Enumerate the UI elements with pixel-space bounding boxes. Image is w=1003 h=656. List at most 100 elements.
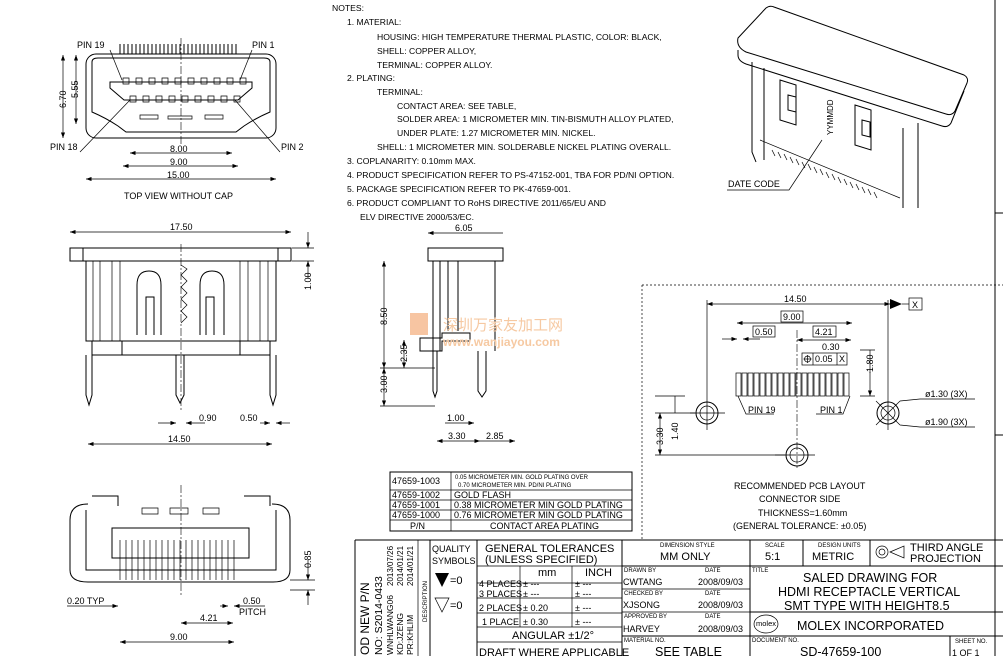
tol-row-mm: ± 0.30 [523,617,548,627]
date-label: DATE [705,591,721,597]
top-pin18-label: PIN 18 [50,142,78,152]
sheet-no-label: SHEET NO. [955,639,988,645]
approved-by-label: APPROVED BY [624,614,667,620]
document-no: SD-47659-100 [800,645,881,656]
molex-logo [753,614,779,634]
note-line: 6. PRODUCT COMPLIANT TO RoHS DIRECTIVE 2… [347,198,606,208]
note-line: 1. MATERIAL: [347,17,401,27]
plating-table: 47659-1003 0.05 MICROMETER MIN. GOLD PLA… [389,471,633,532]
side-dim-2.85: 2.85 [486,431,504,441]
tol-row-inch: ± --- [575,603,591,613]
note-line: 2. PLATING: [347,73,395,83]
side-view: 6.05 8.50 2.35 3.00 1.00 3.30 2.85 [379,223,515,444]
bottom-dim-9.00: 9.00 [170,632,188,642]
bottom-dim-4.21: 4.21 [200,613,218,623]
pcb-caption: (GENERAL TOLERANCE: ±0.05) [733,521,866,531]
molex-logo-text: molex [756,619,776,628]
pcb-dim-3.30: 3.30 [655,427,665,445]
note-line: 5. PACKAGE SPECIFICATION REFER TO PK-476… [347,184,571,194]
revision-approved: PR:KHLIM [405,615,415,655]
watermark: 深圳万家友加工网 www.wanjiayou.com [410,313,563,349]
top-view: PIN 19 PIN 1 PIN 18 PIN 2 6.70 5.55 8.00… [50,38,304,201]
projection-symbol-icon [875,545,889,559]
pcb-tolerance-datum: X [839,354,845,364]
pcb-caption: THICKNESS=1.60mm [758,508,847,518]
pcb-datum-x: X [912,300,918,310]
scale-value: 5:1 [765,551,780,563]
note-line: ELV DIRECTIVE 2000/53/EC. [360,212,474,222]
note-line: 3. COPLANARITY: 0.10mm MAX. [347,156,476,166]
front-dim-17.50: 17.50 [170,222,193,232]
note-line: CONTACT AREA: SEE TABLE, [397,101,516,111]
tol-row-label: 2 PLACES [479,603,522,613]
quality-sym1: =0 [450,575,463,587]
material-no: SEE TABLE [655,645,722,656]
side-dim-2.35: 2.35 [399,344,409,362]
pcb-layout: 14.50 X 9.00 0.50 4.21 0.30 0.05 X 1.80 … [641,284,1003,540]
top-pin1-label: PIN 1 [252,40,275,50]
dim-8.00: 8.00 [170,144,188,154]
dimension-style: MM ONLY [660,551,711,563]
general-tolerances-title: GENERAL TOLERANCES [485,543,614,555]
pcb-dim-1.40: 1.40 [670,422,680,440]
dim-6.70: 6.70 [58,90,68,108]
front-dim-0.50: 0.50 [240,413,258,423]
isometric-view: YYMMDD DATE CODE [727,5,969,208]
plating-pn: 47659-1002 [392,490,440,500]
checked-date: 2008/09/03 [698,600,743,610]
date-code-label: DATE CODE [728,179,780,189]
notes-heading: NOTES: [332,3,364,13]
projection-line2: PROJECTION [910,553,981,565]
pcb-tolerance-value: 0.05 [815,354,833,364]
material-label: MATERIAL NO. [624,638,666,644]
pcb-dim-4.21: 4.21 [815,327,833,337]
general-tolerances-subtitle: (UNLESS SPECIFIED) [485,554,597,566]
plating-desc: 0.76 MICROMETER MIN GOLD PLATING [454,510,623,520]
revision-date: 2014/01/21 [406,545,415,586]
company-name: MOLEX INCORPORATED [797,619,944,633]
tol-row-mm: ± 0.20 [523,603,548,613]
drawn-by-label: DRAWN BY [624,568,656,574]
note-line: UNDER PLATE: 1.27 MICROMETER MIN. NICKEL… [397,128,596,138]
front-dim-0.90: 0.90 [199,413,217,423]
quality-symbols-label: SYMBOLS [432,556,476,566]
tol-col-mm: mm [538,567,556,579]
sheet-no: 1 OF 1 [952,648,980,656]
tol-row-mm: ± --- [523,579,539,589]
bottom-dim-0.85: 0.85 [303,550,313,568]
plating-header: CONTACT AREA PLATING [490,521,599,531]
plating-desc: GOLD FLASH [454,490,511,500]
side-dim-3.30: 3.30 [448,431,466,441]
angular-tolerance: ANGULAR ±1/2° [512,630,594,642]
c-triangle-icon [434,597,450,613]
front-dim-14.50: 14.50 [168,434,191,444]
note-line: TERMINAL: COPPER ALLOY. [377,60,492,70]
front-dim-1.00: 1.00 [303,272,313,290]
drawn-date: 2008/09/03 [698,577,743,587]
tol-row-inch: ± --- [575,617,591,627]
bottom-view: 0.85 0.20 TYP 0.50 PITCH 4.21 9.00 [67,485,315,645]
side-dim-8.50: 8.50 [379,307,389,325]
drawing-title: HDMI RECEPTACLE VERTICAL [778,585,960,599]
bottom-pitch-label: PITCH [239,607,266,617]
revision-checked: KD:JZENG [395,613,405,655]
note-line: SHELL: 1 MICROMETER MIN. SOLDERABLE NICK… [377,142,671,152]
bottom-dim-0.20: 0.20 TYP [67,596,104,606]
tol-row-inch: ± --- [575,589,591,599]
note-line: SHELL: COPPER ALLOY, [377,46,476,56]
pcb-dim-9.00: 9.00 [783,312,801,322]
tol-row-label: 3 PLACES [479,589,522,599]
plating-desc: 0.38 MICROMETER MIN GOLD PLATING [454,500,623,510]
drawing-title: SMT TYPE WITH HEIGHT8.5 [784,599,950,613]
approved-by: HARVEY [623,624,660,634]
revision-drawn: WNHLWANG06 [385,595,395,655]
revision-date: 2014/01/21 [396,545,405,586]
front-view: 17.50 1.00 0.90 0.50 14.50 [69,222,314,447]
pcb-pads [735,372,850,397]
top-pin2-label: PIN 2 [281,142,304,152]
bottom-dim-0.50: 0.50 [243,596,261,606]
scale-label: SCALE [765,543,785,549]
plating-pn: 47659-1003 [392,476,440,486]
pcb-pin1-label: PIN 1 [820,405,843,415]
